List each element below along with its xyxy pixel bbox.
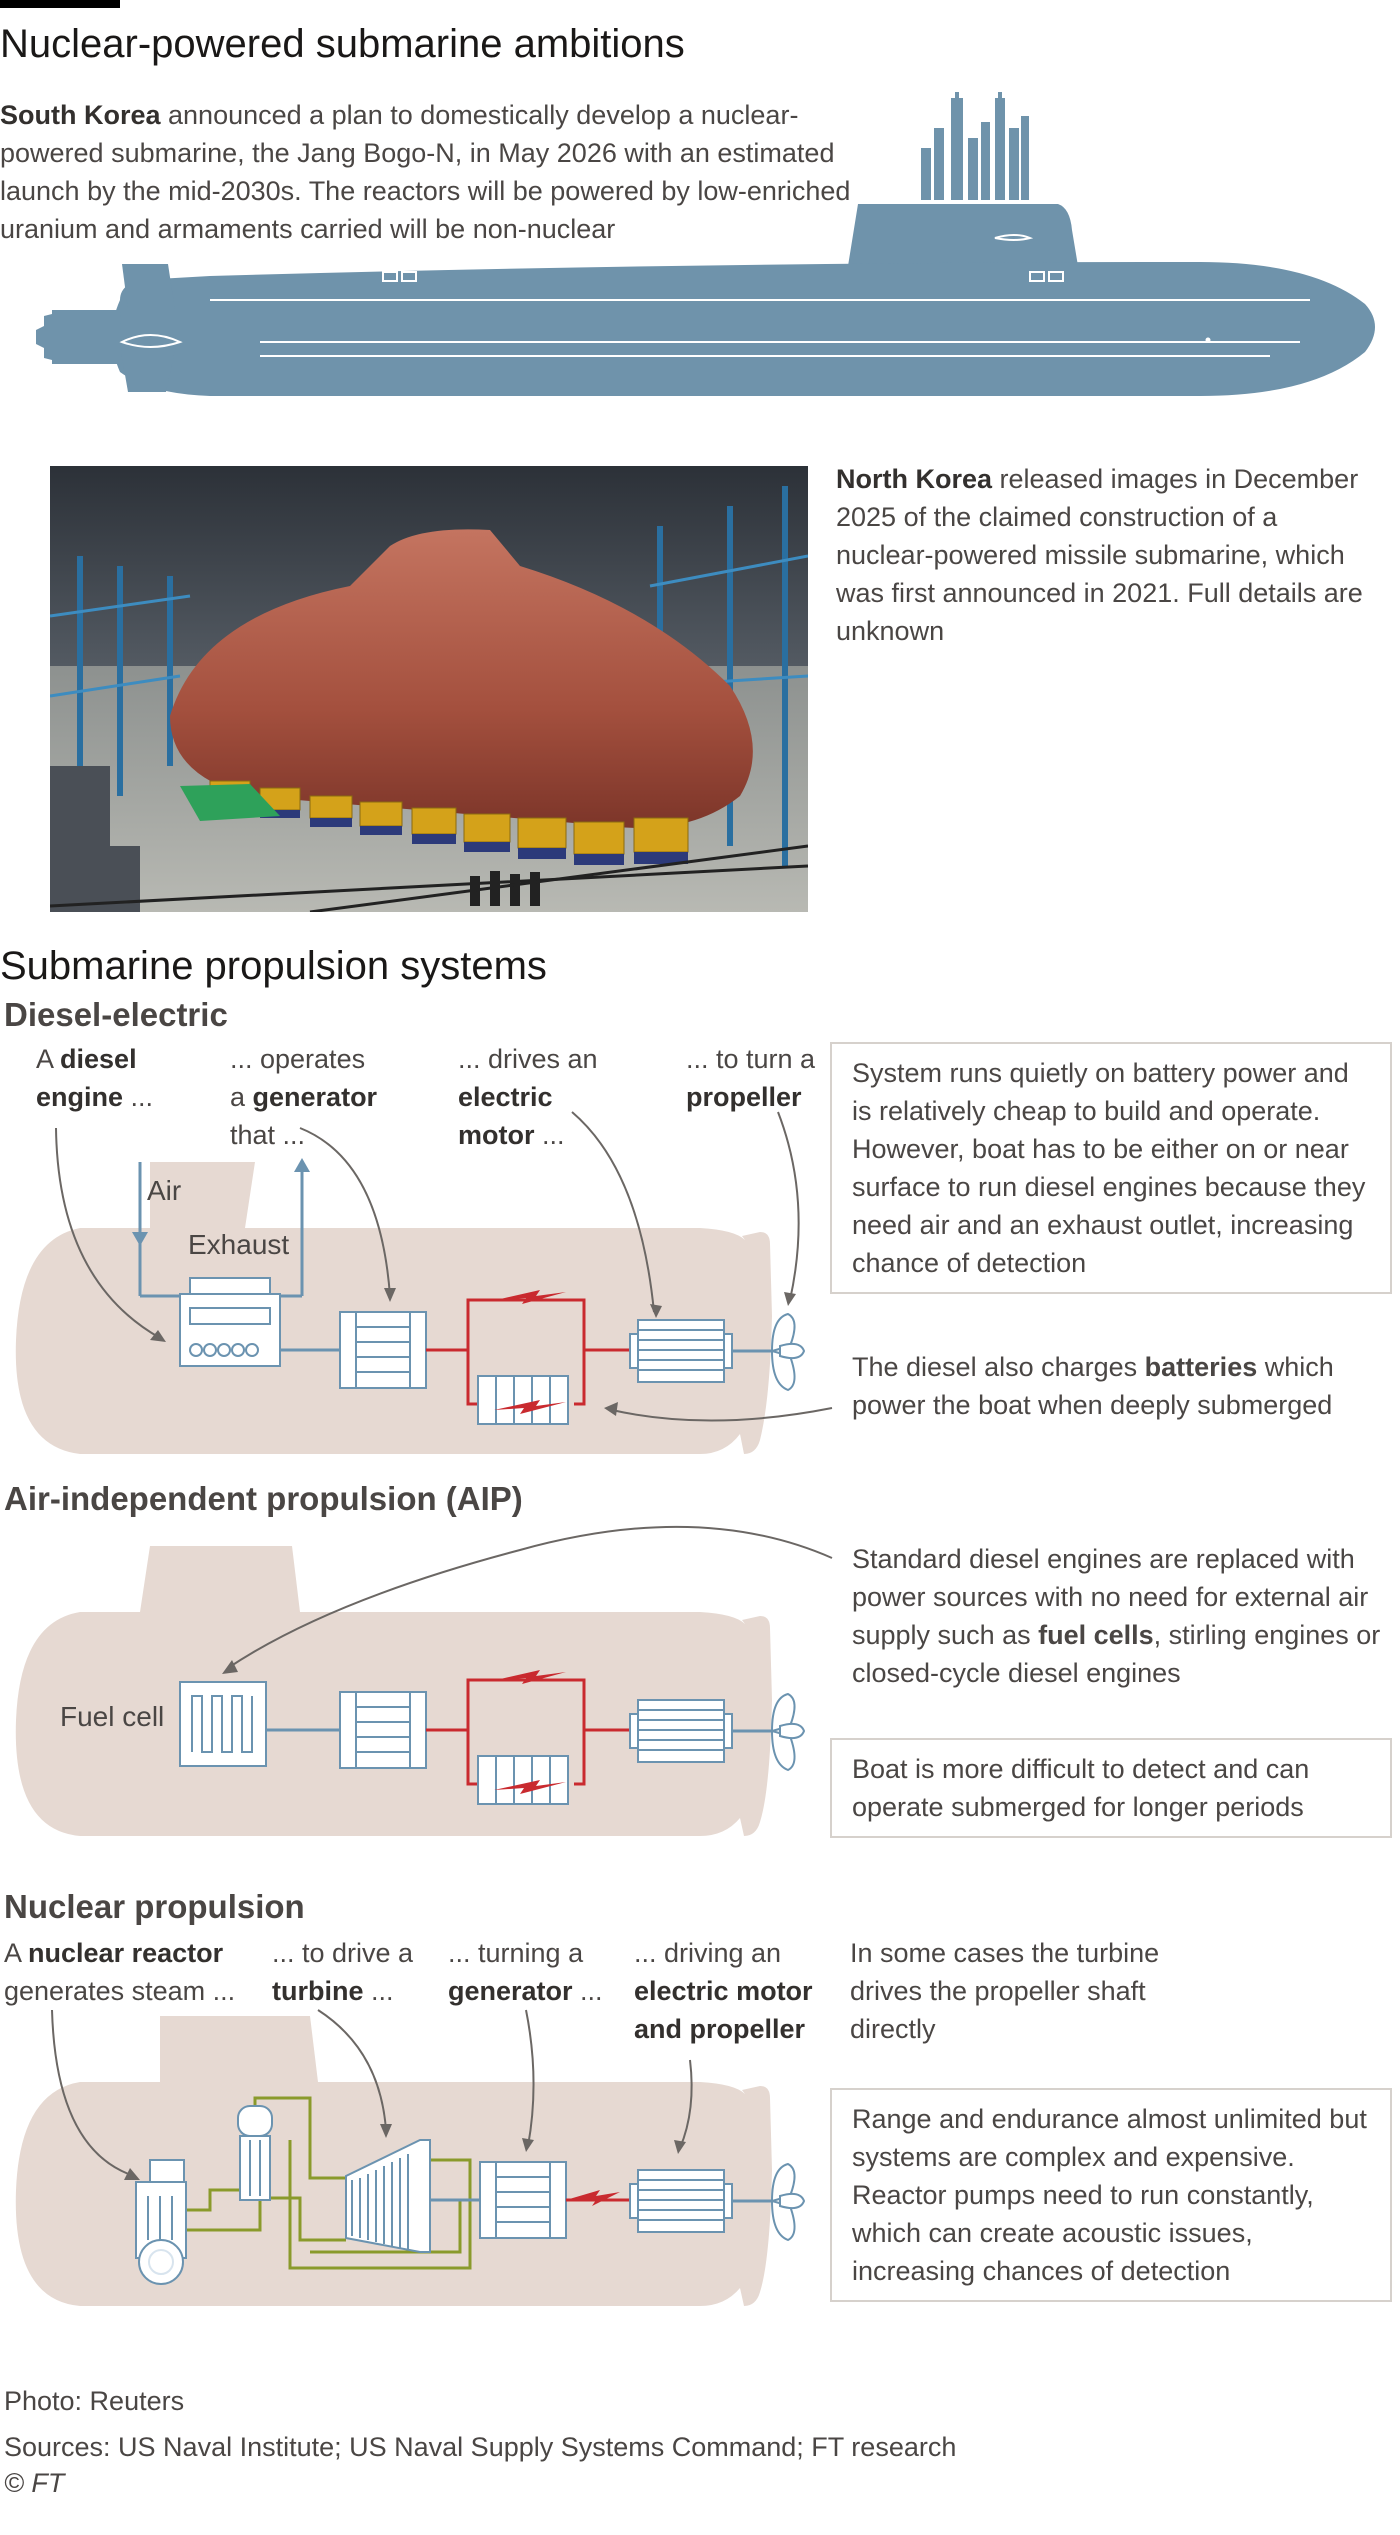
step-text: ... operates (230, 1044, 366, 1074)
step-bold: engine (36, 1082, 124, 1112)
note-bold: batteries (1144, 1352, 1258, 1382)
aip-note: Standard diesel engines are replaced wit… (852, 1540, 1392, 1692)
diesel-propeller-component (770, 1312, 806, 1392)
diesel-step-engine: A diesel engine ... (36, 1040, 153, 1116)
step-bold: electric (458, 1082, 553, 1112)
aip-motor-component (629, 1699, 733, 1763)
step-text: that ... (230, 1120, 306, 1150)
step-text: A (36, 1044, 61, 1074)
diesel-step-generator: ... operates a generator that ... (230, 1040, 377, 1154)
nuclear-step-motor: ... driving an electric motor and propelle… (634, 1934, 813, 2048)
photo-credit: Photo: Reuters (4, 2386, 185, 2416)
aip-summary-box: Boat is more difficult to detect and can… (830, 1738, 1392, 1838)
note-text: , stirling engines or closed-cycle diese… (852, 1620, 1381, 1688)
aip-battery-component (477, 1755, 569, 1805)
fuel-cell-component (179, 1681, 267, 1767)
ft-top-bar (0, 0, 120, 8)
turbine-component (345, 2139, 431, 2253)
nuclear-step-reactor: A nuclear reactor generates steam ... (4, 1934, 235, 2010)
step-text: ... to drive a (272, 1938, 414, 1968)
photo-illustration (50, 466, 808, 912)
step-text: ... (572, 1976, 603, 2006)
nuclear-step-turbine: ... to drive a turbine ... (272, 1934, 413, 2010)
nuclear-summary-box: Range and endurance almost unlimited but… (830, 2088, 1392, 2302)
step-text: a (230, 1082, 253, 1112)
south-korea-country: South Korea (0, 100, 161, 130)
nuclear-step-generator: ... turning a generator ... (448, 1934, 603, 2010)
propulsion-section-title: Submarine propulsion systems (0, 944, 547, 988)
step-text: ... (534, 1120, 565, 1150)
diesel-generator-component (339, 1311, 427, 1389)
diesel-annotation-arrows (55, 1111, 833, 1422)
nuclear-generator-component (479, 2161, 567, 2239)
sources: Sources: US Naval Institute; US Naval Su… (4, 2432, 957, 2462)
aip-title: Air-independent propulsion (AIP) (4, 1480, 523, 1517)
south-korea-submarine-illustration (36, 92, 1375, 396)
note-text: The diesel also charges (852, 1352, 1145, 1382)
step-text: generates steam ... (4, 1976, 236, 2006)
copyright: © FT (4, 2468, 65, 2498)
diesel-summary-box: System runs quietly on battery power and… (830, 1042, 1392, 1294)
step-bold: generator (448, 1976, 573, 2006)
nuclear-side-note: In some cases the turbine drives the pro… (850, 1938, 1160, 2044)
south-korea-desc: announced a plan to domestically develop… (0, 100, 851, 244)
north-korea-country: North Korea (836, 464, 993, 494)
step-text: ... driving an (634, 1938, 782, 1968)
aip-generator-component (339, 1691, 427, 1769)
air-label: Air (147, 1175, 181, 1206)
diesel-battery-component (477, 1375, 569, 1425)
step-bold: diesel (60, 1044, 137, 1074)
step-text: ... drives an (458, 1044, 598, 1074)
exhaust-label: Exhaust (188, 1229, 289, 1260)
diesel-engine-component (179, 1277, 281, 1367)
step-bold: motor (458, 1120, 535, 1150)
diesel-step-propeller: ... to turn a propeller (686, 1040, 815, 1116)
step-bold: propeller (686, 1082, 802, 1112)
step-bold: electric motor (634, 1976, 813, 2006)
south-korea-text: South Korea announced a plan to domestic… (0, 96, 860, 248)
north-korea-text: North Korea released images in December … (836, 460, 1376, 650)
step-bold: nuclear reactor (28, 1938, 224, 1968)
nuclear-title: Nuclear propulsion (4, 1888, 305, 1925)
step-bold: and propeller (634, 2014, 806, 2044)
diesel-motor-component (629, 1319, 733, 1383)
step-text: ... (123, 1082, 154, 1112)
step-text: ... to turn a (686, 1044, 816, 1074)
note-bold: fuel cells (1038, 1620, 1154, 1650)
step-text: ... turning a (448, 1938, 584, 1968)
aip-propeller-component (770, 1692, 806, 1772)
aip-annotation-arrow (227, 1525, 833, 1669)
note-text: which power the boat when deeply submerg… (852, 1352, 1334, 1420)
nuclear-propeller-component (770, 2162, 806, 2242)
fuel-cell-label: Fuel cell (60, 1701, 164, 1732)
step-bold: generator (252, 1082, 378, 1112)
step-text: ... (363, 1976, 394, 2006)
page-title: Nuclear-powered submarine ambitions (0, 22, 685, 66)
step-text: A (4, 1938, 29, 1968)
nuclear-motor-component (629, 2169, 733, 2233)
north-korea-desc: released images in December 2025 of the … (836, 464, 1363, 646)
north-korea-submarine-photo (50, 466, 808, 912)
diesel-battery-note: The diesel also charges batteries which … (852, 1348, 1392, 1424)
steam-generator-component (237, 2105, 273, 2201)
step-bold: turbine (272, 1976, 364, 2006)
nuclear-annotation-arrows (51, 2009, 693, 2177)
diesel-electric-title: Diesel-electric (4, 996, 228, 1033)
note-text: Standard diesel engines are replaced wit… (852, 1544, 1369, 1650)
diesel-step-motor: ... drives an electric motor ... (458, 1040, 598, 1154)
